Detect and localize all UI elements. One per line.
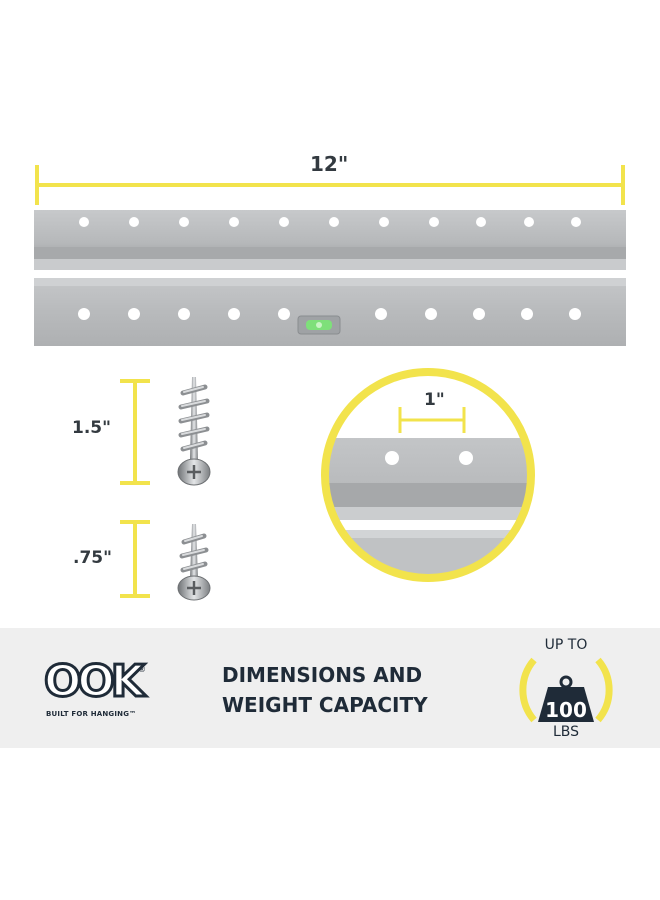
hole-spacing-zoom-circle [321, 368, 535, 582]
badge-value: 100 [545, 698, 587, 722]
badge-unit: LBS [552, 724, 580, 740]
length-label: 12" [310, 152, 349, 176]
headline-line-1: DIMENSIONS AND [222, 663, 423, 687]
ook-logo: OOK ® [43, 655, 151, 709]
bottom-rail-image [34, 278, 626, 346]
weight-capacity-badge [519, 657, 613, 723]
screw-short-label: .75" [73, 548, 112, 568]
length-dimension-line [35, 165, 625, 205]
headline: DIMENSIONS AND WEIGHT CAPACITY [222, 660, 452, 720]
logo-tagline: BUILT FOR HANGING™ [46, 710, 137, 718]
screw-short-dimension-bracket [120, 520, 150, 598]
screw-long-dimension-bracket [120, 379, 150, 485]
hole-spacing-label: 1" [424, 390, 445, 410]
top-rail-image [34, 210, 626, 270]
long-screw-image [177, 377, 211, 486]
short-screw-image [177, 524, 211, 601]
svg-text:OOK: OOK [44, 656, 147, 707]
badge-top-text: UP TO [544, 637, 588, 653]
headline-line-2: WEIGHT CAPACITY [222, 693, 428, 717]
svg-text:®: ® [138, 665, 146, 674]
screw-long-label: 1.5" [72, 418, 111, 438]
